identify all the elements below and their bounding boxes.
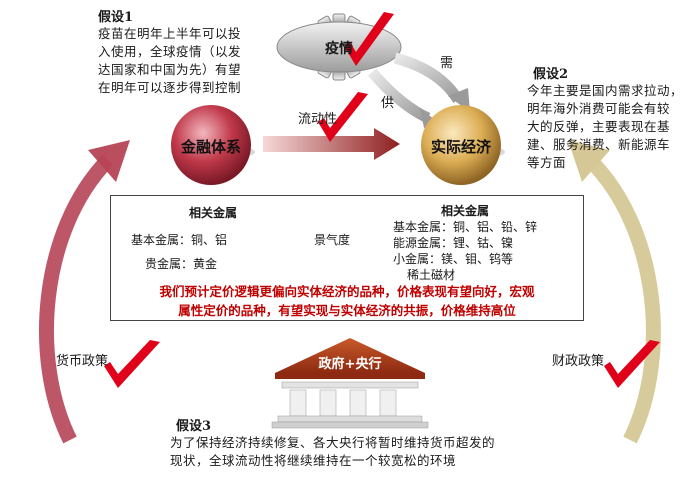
monetary-policy-label: 货币政策 xyxy=(56,354,109,369)
finance-label: 金融体系 xyxy=(180,138,241,156)
hypothesis1-line: 疫苗在明年上半年可以投 xyxy=(98,26,242,41)
hypothesis2-line: 建、服务消费、新能源车 xyxy=(527,137,671,152)
monetary-check xyxy=(104,340,160,388)
fiscal-policy-label: 财政政策 xyxy=(552,354,605,369)
hypothesis1-line: 入使用，全球疫情（以发 xyxy=(98,44,242,59)
monetary-policy-arrowhead xyxy=(88,140,130,182)
conclusion-line: 属性定价的品种，有望实现与实体经济的共振，价格维持高位 xyxy=(178,303,516,318)
hypothesis2-line: 明年海外消费可能会有较 xyxy=(527,101,671,116)
hypothesis1: 假设1 疫苗在明年上半年可以投 入使用，全球疫情（以发 达国家和中国为先）有望 … xyxy=(98,6,241,97)
demand-label: 需 xyxy=(440,56,454,71)
finance-circle xyxy=(171,105,251,185)
government-temple xyxy=(271,338,429,429)
metals-right-line: 基本金属：铜、铝、铅、锌 xyxy=(393,220,538,234)
hypothesis2-line: 等方面 xyxy=(527,155,567,170)
metals-left-title: 相关金属 xyxy=(189,206,238,220)
conclusion-line: 我们预计定价逻辑更偏向实体经济的品种，价格表现有望向好，宏观 xyxy=(159,284,535,299)
hypothesis2-title: 假设2 xyxy=(533,67,569,82)
metals-right-line: 小金属：镁、钼、钨等 xyxy=(393,252,514,266)
liquidity-check xyxy=(318,92,368,142)
pandemic-gear xyxy=(276,13,402,81)
checkmarks xyxy=(104,12,660,388)
hypothesis2: 假设2 今年主要是国内需求拉动， 明年海外消费可能会有较 大的反弹，主要表现在基… xyxy=(527,63,697,172)
supply-label: 供 xyxy=(381,96,395,111)
monetary-policy-arrow xyxy=(38,154,114,444)
sentiment-label: 景气度 xyxy=(314,233,351,247)
pandemic-check xyxy=(344,12,394,66)
hypothesis1-title: 假设1 xyxy=(98,10,134,25)
pandemic-label: 疫情 xyxy=(325,41,353,57)
hypothesis1-line: 在明年可以逐步得到控制 xyxy=(98,80,242,95)
metals-left: 相关金属 xyxy=(175,204,237,221)
real-economy-circle xyxy=(421,105,501,185)
fiscal-policy-arrowhead xyxy=(568,140,610,182)
government-label: 政府+央行 xyxy=(318,357,382,372)
liquidity-label: 流动性 xyxy=(298,112,338,127)
hypothesis1-line: 达国家和中国为先）有望 xyxy=(98,62,242,77)
fiscal-check xyxy=(604,340,660,388)
metals-right: 相关金属 基本金属：铜、铝、铅、锌 能源金属：锂、钴、镍 小金属：镁、钼、钨等 … xyxy=(393,202,537,283)
liquidity-arrow xyxy=(263,128,400,160)
metals-box: 相关金属 基本金属：铜、铝 贵金属：黄金 景气度 相关金属 基本金属：铜、铝、铅… xyxy=(110,195,584,321)
hypothesis3-line: 现状，全球流动性将继续维持在一个较宽松的环境 xyxy=(170,453,457,468)
metals-left-base: 基本金属：铜、铝 xyxy=(131,233,228,247)
conclusion: 我们预计定价逻辑更偏向实体经济的品种，价格表现有望向好，宏观 属性定价的品种，有… xyxy=(115,282,579,320)
metals-right-line: 稀土磁材 xyxy=(407,268,456,282)
metals-right-title: 相关金属 xyxy=(441,204,490,218)
hypothesis2-line: 今年主要是国内需求拉动， xyxy=(527,83,684,98)
fiscal-policy-arrow xyxy=(584,154,661,444)
hypothesis2-line: 大的反弹，主要表现在基 xyxy=(527,119,671,134)
hypothesis3: 假设3 为了保持经济持续修复、各大央行将暂时维持货币超发的 现状，全球流动性将继… xyxy=(170,415,495,470)
metals-left-precious: 贵金属：黄金 xyxy=(145,257,218,271)
metals-right-line: 能源金属：锂、钴、镍 xyxy=(393,236,514,250)
hypothesis3-title: 假设3 xyxy=(176,419,212,434)
hypothesis3-line: 为了保持经济持续修复、各大央行将暂时维持货币超发的 xyxy=(170,435,496,450)
real-economy-label: 实际经济 xyxy=(430,138,491,156)
